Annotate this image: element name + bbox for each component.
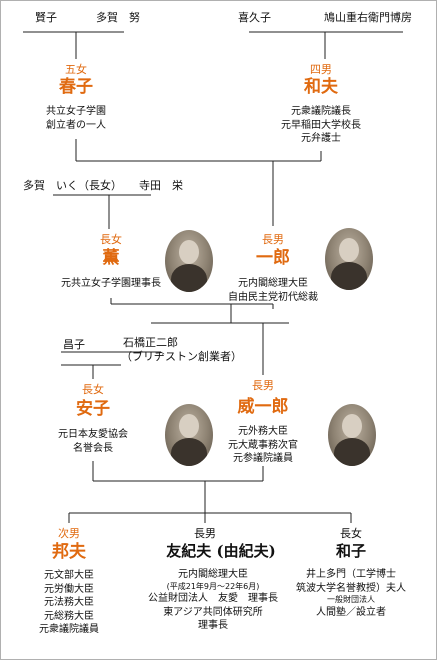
yukio-name: 友紀夫 (由紀夫) <box>166 542 276 560</box>
taga-tsutomu-name: 多賀 努 <box>96 11 140 24</box>
iichiro-portrait <box>328 404 376 466</box>
kunio-role: 元法務大臣 <box>44 597 94 608</box>
haruko-role: 創立者の一人 <box>46 119 106 131</box>
masako-name: 昌子 <box>63 338 85 351</box>
kazuko-relation: 長女 <box>340 527 362 540</box>
ichiro-relation: 長男 <box>262 233 284 246</box>
kunio-role: 元労働大臣 <box>44 583 94 595</box>
kaoru-portrait <box>165 230 213 292</box>
kunio-name: 邦夫 <box>52 542 86 562</box>
kunio-roles: 元文部大臣 元労働大臣 元法務大臣 元総務大臣 元衆議院議員 <box>39 569 99 637</box>
iichiro-name: 威一郎 <box>237 397 289 417</box>
hatoyama-hirofusa-name: 鳩山重右衛門博房 <box>324 11 412 24</box>
kazuko-role: 筑波大学名誉教授）夫人 <box>296 582 406 594</box>
kazuko-name: 和子 <box>335 542 367 560</box>
ishibashi-name: 石橋正二郎 <box>123 336 178 349</box>
kazuko-role: 人間塾／設立者 <box>316 606 386 618</box>
kenko-name: 賢子 <box>35 11 57 24</box>
kunio-role: 元文部大臣 <box>44 570 94 581</box>
yukio-roles: 元内閣総理大臣 (平成21年9月〜22年6月) 公益財団法人 友愛 理事長 東ア… <box>148 568 278 633</box>
kunio-role: 元総務大臣 <box>44 610 94 622</box>
yasuko-relation: 長女 <box>82 383 104 396</box>
yukio-role: 東アジア共同体研究所 <box>163 606 263 618</box>
kazuo-role: 元早稲田大学校長 <box>281 119 361 131</box>
yukio-role: 元内閣総理大臣 <box>178 569 248 580</box>
haruko-role: 共立女子学園 <box>46 106 106 117</box>
ishibashi-note: （ブリヂストン創業者） <box>121 350 242 363</box>
kazuko-roles: 井上多門（工学博士 筑波大学名誉教授）夫人 一般財団法人 人間塾／設立者 <box>296 568 406 619</box>
kazuo-name: 和夫 <box>304 77 338 97</box>
yukio-relation: 長男 <box>194 527 216 540</box>
ichiro-name: 一郎 <box>256 248 290 268</box>
yasuko-portrait <box>165 404 213 466</box>
haruko-relation: 五女 <box>65 63 87 76</box>
ichiro-role: 元内閣総理大臣 <box>238 278 308 289</box>
iichiro-role: 元外務大臣 <box>238 426 288 437</box>
kikuko-name: 喜久子 <box>238 11 271 24</box>
yasuko-role: 元日本友愛協会 <box>58 429 128 440</box>
kaoru-relation: 長女 <box>100 233 122 246</box>
iichiro-roles: 元外務大臣 元大蔵事務次官 元参議院議員 <box>228 425 298 466</box>
iichiro-relation: 長男 <box>252 379 274 392</box>
ichiro-roles: 元内閣総理大臣 自由民主党初代総裁 <box>228 277 318 304</box>
yasuko-role: 名誉会長 <box>73 442 113 454</box>
iichiro-role: 元参議院議員 <box>233 453 293 464</box>
kazuo-roles: 元衆議院議長 元早稲田大学校長 元弁護士 <box>281 105 361 146</box>
yukio-role: 公益財団法人 友愛 理事長 <box>148 593 278 605</box>
haruko-name: 春子 <box>59 77 93 97</box>
yasuko-name: 安子 <box>76 399 110 419</box>
kazuo-role: 元衆議院議長 <box>291 106 351 117</box>
kazuo-relation: 四男 <box>310 63 332 76</box>
ichiro-portrait <box>325 228 373 290</box>
kaoru-role: 元共立女子学園理事長 <box>61 278 161 289</box>
kazuko-role-small: 一般財団法人 <box>327 595 375 604</box>
ichiro-role: 自由民主党初代総裁 <box>228 291 318 303</box>
kunio-role: 元衆議院議員 <box>39 624 99 635</box>
yukio-role: 理事長 <box>198 620 228 632</box>
iichiro-role: 元大蔵事務次官 <box>228 439 298 451</box>
terada-sakae-name: 寺田 栄 <box>139 179 183 192</box>
kazuko-role: 井上多門（工学博士 <box>306 569 396 580</box>
kunio-relation: 次男 <box>58 527 80 540</box>
kaoru-name: 薫 <box>102 248 120 268</box>
kazuo-role: 元弁護士 <box>301 133 341 144</box>
yukio-role-note: (平成21年9月〜22年6月) <box>166 581 260 591</box>
yasuko-roles: 元日本友愛協会 名誉会長 <box>58 428 128 455</box>
taga-iku-name: 多賀 いく（長女） <box>23 179 122 192</box>
haruko-roles: 共立女子学園 創立者の一人 <box>46 105 106 132</box>
